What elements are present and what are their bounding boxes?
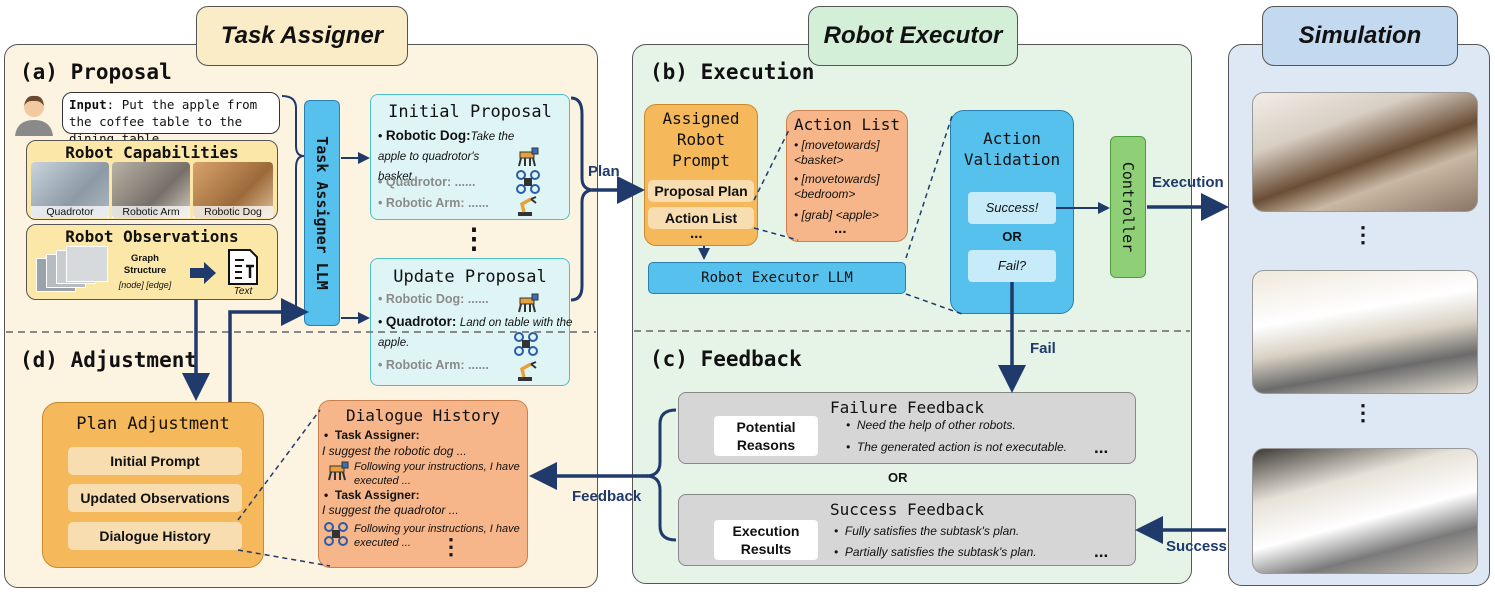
section-proposal-label: (a) Proposal (20, 60, 172, 84)
controller-label: Controller (1119, 161, 1137, 253)
initial-arm-line: • Robotic Arm: ...... (378, 196, 489, 210)
fail-chip: Fail? (968, 250, 1056, 282)
graph-structure-sub: [node] [edge] (118, 280, 172, 290)
capability-quadrotor-label: Quadrotor (31, 206, 109, 218)
capability-dog-label: Robotic Dog (193, 206, 273, 218)
action-item-1: • [movetowards] <basket> (794, 138, 880, 167)
plan-label: Plan (588, 163, 620, 180)
text-label: Text (233, 286, 253, 297)
failure-item-2: • The generated action is not executable… (846, 440, 1068, 454)
initial-proposal-box (370, 94, 570, 220)
validation-or: OR (1002, 229, 1022, 244)
dialogue-history-box (318, 400, 528, 568)
section-adjustment-label: (d) Adjustment (20, 348, 198, 372)
robot-observations-title: Robot Observations (65, 227, 239, 246)
robotic-dog-icon (516, 292, 540, 314)
dialogue-speaker-2: • Task Assigner: (324, 488, 420, 502)
dialogue-line-1: I suggest the robotic dog ... (322, 444, 467, 458)
update-proposal-box (370, 258, 570, 386)
quadrotor-icon (514, 332, 538, 356)
success-chip: Success! (968, 192, 1056, 224)
robotic-dog-icon (516, 146, 540, 168)
simulation-header: Simulation (1262, 6, 1458, 66)
action-list-dots: ... (834, 220, 847, 237)
robot-executor-llm-label: Robot Executor LLM (701, 270, 853, 286)
update-arm-line: • Robotic Arm: ...... (378, 358, 489, 372)
capability-arm-label: Robotic Arm (112, 206, 190, 218)
input-bubble: Input: Put the apple from the coffee tab… (62, 92, 280, 146)
update-proposal-title: Update Proposal (393, 267, 547, 287)
controller-box: Controller (1110, 136, 1146, 278)
assigned-robot-prompt-title: Assigned Robot Prompt (662, 109, 740, 170)
initial-prompt-chip: Initial Prompt (68, 447, 242, 475)
vdots-dialogue: ⋮ (440, 534, 462, 559)
robotic-dog-icon (326, 460, 350, 482)
robot-executor-llm (648, 262, 906, 294)
success-dots: ... (1094, 542, 1109, 561)
failure-feedback-title: Failure Feedback (829, 398, 985, 417)
vdots-sim-1: ⋮ (1352, 222, 1374, 247)
simulation-frame-2 (1252, 270, 1478, 394)
success-item-2: • Partially satisfies the subtask's plan… (834, 545, 1037, 559)
assigned-prompt-dots: ... (690, 225, 703, 242)
action-item-3: • [grab] <apple> (794, 208, 879, 222)
failure-dots: ... (1094, 438, 1109, 457)
simulation-frame-3 (1252, 448, 1478, 574)
document-icon (226, 248, 260, 286)
input-label: Input (69, 97, 107, 112)
dialogue-history-title: Dialogue History (345, 406, 501, 425)
fail-label: Fail (1030, 340, 1056, 357)
dialogue-reply-2: Following your instructions, I have exec… (354, 523, 520, 549)
or-between: OR (888, 470, 908, 485)
initial-proposal-title: Initial Proposal (388, 102, 552, 122)
success-label: Success (1166, 538, 1227, 555)
action-list-title: Action List (794, 115, 900, 134)
initial-dog-label: Robotic Dog: (385, 128, 471, 143)
vdots-proposal: ⋮ (460, 223, 488, 254)
quadrotor-icon (324, 522, 348, 546)
execution-results-chip: Execution Results (714, 520, 818, 560)
robot-capabilities-title: Robot Capabilities (65, 143, 239, 162)
simulation-frame-1 (1252, 92, 1478, 212)
observation-images (36, 246, 112, 294)
section-feedback-label: (c) Feedback (650, 347, 802, 371)
plan-adjustment-title: Plan Adjustment (76, 414, 230, 434)
task-assigner-llm: Task Assigner LLM (304, 100, 340, 326)
quadrotor-icon (516, 170, 540, 194)
updated-observations-chip: Updated Observations (68, 484, 242, 512)
dialogue-reply-1: Following your instructions, I have exec… (354, 461, 520, 487)
update-dog-line: • Robotic Dog: ...... (378, 292, 489, 306)
initial-dog-text: Take the apple to quadrotor's basket. (378, 131, 515, 183)
vdots-sim-2: ⋮ (1352, 400, 1374, 425)
initial-quad-line: • Quadrotor: ...... (378, 175, 476, 189)
robotic-arm-icon (516, 195, 540, 217)
arrow-right-icon (190, 262, 216, 284)
success-feedback-title: Success Feedback (829, 500, 985, 519)
user-icon (12, 92, 56, 136)
success-item-1: • Fully satisfies the subtask's plan. (834, 524, 1020, 538)
failure-item-1: • Need the help of other robots. (846, 418, 1016, 432)
proposal-plan-chip: Proposal Plan (648, 180, 754, 202)
dialogue-speaker-1: • Task Assigner: (324, 428, 420, 442)
initial-dog-line: • Robotic Dog:Take the apple to quadroto… (378, 128, 515, 183)
section-execution-label: (b) Execution (650, 60, 815, 84)
update-quad-line: • Quadrotor: Land on table with the appl… (378, 314, 573, 349)
update-quad-label: Quadrotor: (385, 314, 457, 329)
update-quad-text: Land on table with the apple. (378, 317, 573, 349)
action-validation-title: Action Validation (963, 129, 1061, 169)
action-list-box (786, 110, 908, 242)
dialogue-line-2: I suggest the quadrotor ... (322, 503, 459, 517)
dialogue-history-chip: Dialogue History (68, 522, 242, 550)
action-item-2: • [movetowards] <bedroom> (794, 172, 880, 201)
graph-structure-title: Graph Structure (123, 253, 167, 276)
potential-reasons-chip: Potential Reasons (714, 416, 818, 456)
feedback-label: Feedback (572, 488, 642, 505)
task-assigner-header: Task Assigner (196, 6, 408, 66)
robotic-arm-icon (516, 360, 540, 382)
action-list-chip: Action List (648, 207, 754, 229)
execution-label: Execution (1152, 174, 1224, 191)
robot-executor-header: Robot Executor (808, 6, 1018, 66)
task-assigner-llm-label: Task Assigner LLM (313, 136, 331, 290)
input-text: : Put the apple from the coffee table to… (69, 97, 258, 146)
